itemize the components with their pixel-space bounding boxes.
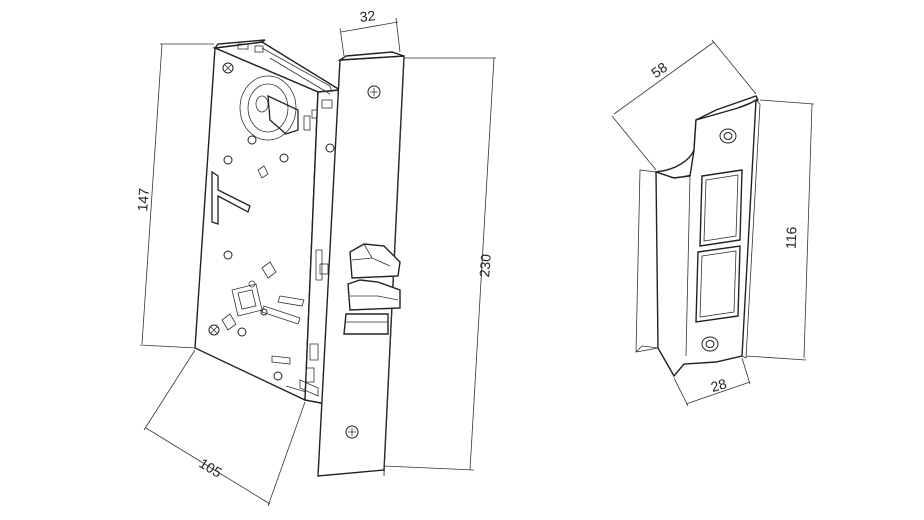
dimension-32: 32: [339, 7, 401, 57]
deadlatch: [347, 279, 401, 311]
dim-label-58: 58: [648, 59, 670, 81]
dim-label-230: 230: [476, 253, 494, 278]
strike-opening-lower: [695, 245, 741, 323]
dim-label-147: 147: [134, 187, 152, 212]
strike-opening-upper: [699, 169, 743, 247]
dim-label-105: 105: [196, 455, 224, 481]
dim-label-32: 32: [359, 7, 376, 25]
lock-case: [194, 39, 343, 405]
dimension-28: 28: [673, 357, 751, 407]
faceplate: [317, 51, 405, 477]
latch-bolt: [349, 243, 401, 279]
dimension-147: 147: [134, 43, 214, 349]
dimension-116: 116: [745, 99, 815, 361]
dimension-230: 230: [383, 57, 496, 471]
dim-label-28: 28: [709, 375, 729, 395]
auxiliary-plunger: [343, 313, 389, 335]
strike-plate: 58 116 28: [611, 39, 815, 407]
dim-label-116: 116: [783, 226, 800, 249]
mortise-lock: 147 105 32 230: [134, 7, 496, 507]
